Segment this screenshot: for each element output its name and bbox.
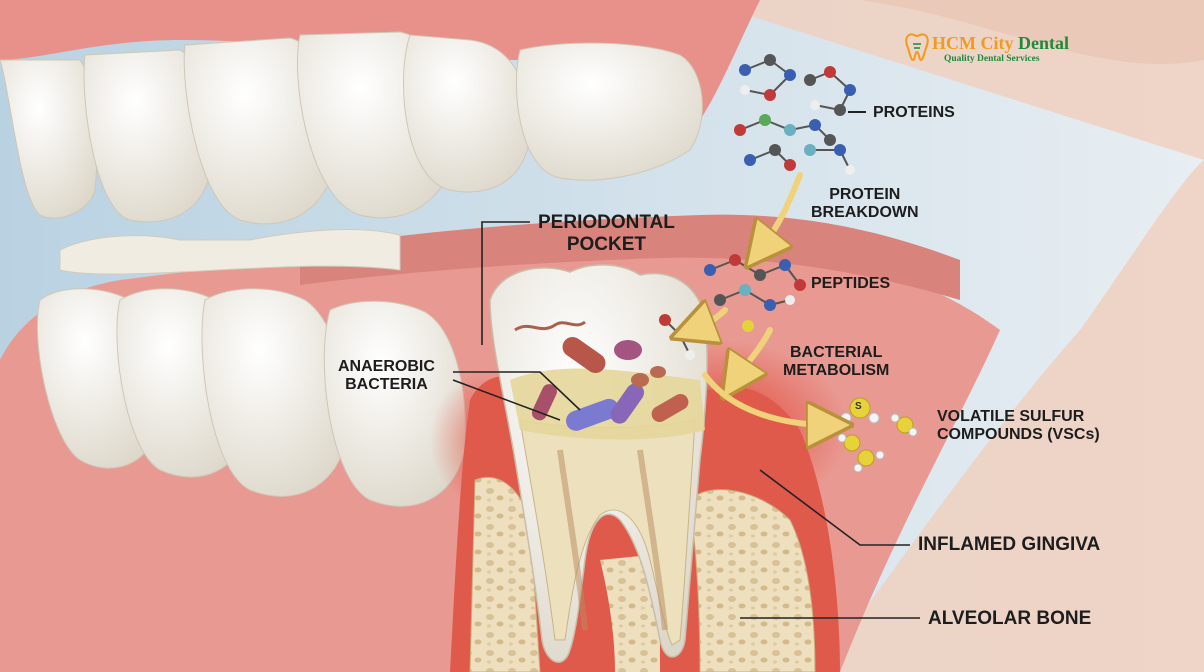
tooth-logo-icon	[905, 33, 929, 62]
bacteria-cluster	[514, 320, 689, 431]
upper-teeth	[0, 31, 703, 225]
label-protein-breakdown-line1: PROTEIN	[829, 186, 901, 203]
label-alveolar-bone: ALVEOLAR BONE	[928, 608, 1092, 629]
arrow-protein-breakdown	[760, 172, 803, 250]
process-arrows	[692, 172, 830, 425]
upper-gum	[0, 0, 760, 120]
label-bacterial-metabolism: BACTERIAL METABOLISM	[783, 344, 889, 381]
alveolar-bone-shape	[469, 476, 541, 672]
arrow-bacterial-metabolism	[735, 327, 773, 380]
brand-tagline: Quality Dental Services	[944, 54, 1040, 64]
label-anaerobic-bacteria-line1: ANAEROBIC	[338, 358, 435, 375]
label-bacterial-metabolism-line1: BACTERIAL	[789, 344, 883, 361]
brand-logo: HCM City Dental Quality Dental Services	[904, 30, 1084, 70]
arrow-to-pocket	[692, 310, 728, 330]
label-periodontal-pocket-line2: POCKET	[566, 233, 647, 255]
arrow-to-vsc	[702, 372, 830, 425]
label-periodontal-pocket: PERIODONTAL POCKET	[538, 212, 675, 256]
label-vsc-line1: VOLATILE SULFUR	[937, 408, 1085, 425]
sulfur-atom-label: S	[855, 401, 862, 412]
brand-name-part2: Dental	[1013, 33, 1069, 53]
leader-lines	[452, 221, 920, 619]
leader-periodontal-pocket	[481, 221, 530, 345]
label-bacterial-metabolism-line2: METABOLISM	[783, 362, 890, 380]
label-protein-breakdown-line2: BREAKDOWN	[811, 204, 919, 222]
label-proteins: PROTEINS	[873, 104, 955, 121]
label-vsc-line2: COMPOUNDS (VSCs)	[937, 426, 1100, 444]
label-vsc: VOLATILE SULFUR COMPOUNDS (VSCs)	[937, 408, 1100, 445]
label-inflamed-gingiva: INFLAMED GINGIVA	[918, 534, 1101, 555]
label-anaerobic-bacteria-line2: BACTERIA	[345, 376, 428, 394]
label-periodontal-pocket-line1: PERIODONTAL	[538, 212, 675, 233]
brand-name-part1: HCM City	[932, 33, 1014, 53]
protein-molecules	[734, 54, 866, 175]
leader-inflamed-gingiva	[759, 469, 910, 546]
leader-anaerobic-bacteria	[453, 371, 581, 411]
lower-back-teeth	[36, 229, 466, 507]
label-protein-breakdown: PROTEIN BREAKDOWN	[811, 186, 919, 223]
label-anaerobic-bacteria: ANAEROBIC BACTERIA	[338, 358, 435, 395]
brand-name: HCM City Dental	[932, 33, 1069, 54]
skin-jaw	[700, 0, 1204, 672]
label-peptides: PEPTIDES	[811, 275, 891, 292]
